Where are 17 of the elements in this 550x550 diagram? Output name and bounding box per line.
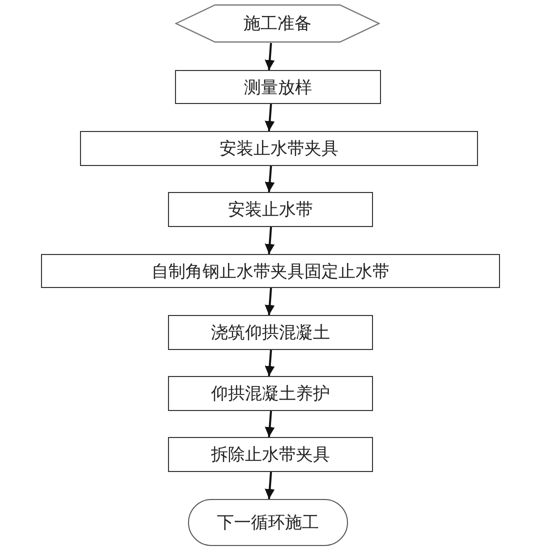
arrow xyxy=(264,104,275,132)
process-box: 安装止水带 xyxy=(168,192,373,227)
process-box: 安装止水带夹具 xyxy=(80,131,478,166)
arrow xyxy=(264,288,275,316)
process-box: 测量放样 xyxy=(175,70,381,104)
end-terminal: 下一循环施工 xyxy=(188,499,348,546)
arrow xyxy=(264,410,275,438)
process-box: 浇筑仰拱混凝土 xyxy=(168,315,373,350)
arrow xyxy=(264,166,275,192)
process-box: 自制角钢止水带夹具固定止水带 xyxy=(41,254,500,288)
arrow xyxy=(264,42,275,70)
start-hexagon: 施工准备 xyxy=(175,4,380,43)
process-box: 拆除止水带夹具 xyxy=(168,437,373,472)
arrow xyxy=(264,350,275,376)
arrow xyxy=(264,472,275,500)
process-box: 仰拱混凝土养护 xyxy=(168,376,373,411)
arrow xyxy=(264,226,275,254)
